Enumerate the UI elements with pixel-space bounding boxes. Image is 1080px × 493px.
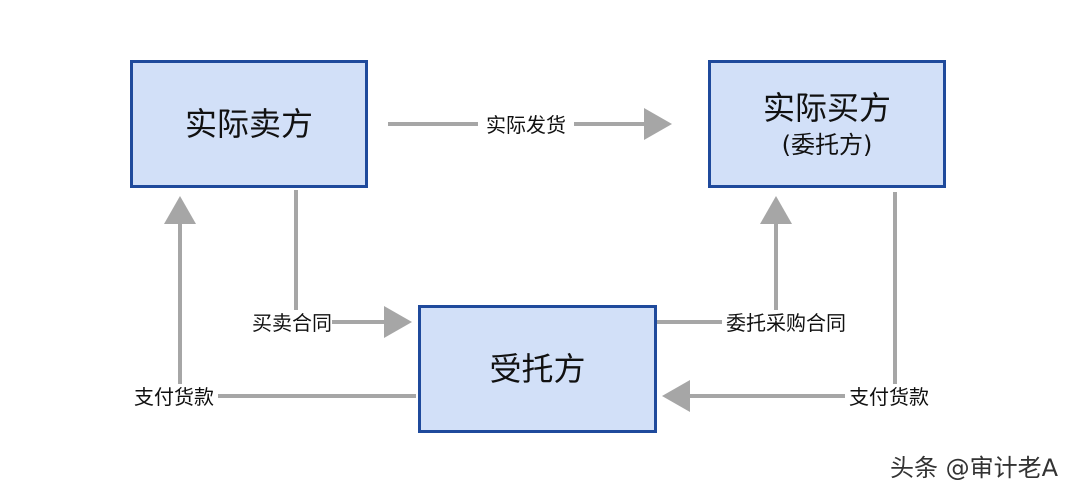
buyer-node: 实际买方 (委托方) — [708, 60, 946, 188]
pay-agent-connector — [662, 192, 897, 412]
buyer-node-label: 实际买方 — [762, 89, 891, 127]
buyer-node-sublabel: (委托方) — [781, 131, 873, 159]
entrust-contract-label: 委托采购合同 — [722, 310, 850, 336]
entrust-contract-connector — [657, 196, 792, 324]
agent-node-label: 受托方 — [489, 350, 586, 388]
pay-seller-label: 支付货款 — [130, 384, 218, 410]
ship-label: 实际发货 — [478, 112, 574, 138]
sales-contract-label: 买卖合同 — [252, 310, 332, 336]
pay-agent-label: 支付货款 — [845, 384, 933, 410]
agent-node: 受托方 — [418, 305, 657, 433]
seller-node: 实际卖方 — [130, 60, 368, 188]
watermark: 头条 @审计老A — [889, 454, 1058, 482]
seller-node-label: 实际卖方 — [184, 105, 313, 143]
sales-contract-connector — [294, 190, 412, 338]
